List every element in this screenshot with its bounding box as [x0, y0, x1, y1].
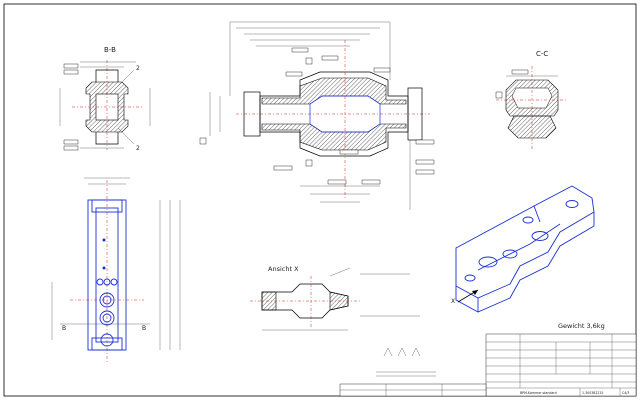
plan-pin-2 — [102, 266, 106, 270]
iso-channel — [477, 223, 561, 271]
section-bb-flange-bottom — [95, 132, 119, 145]
section-marker-c-top — [305, 57, 313, 65]
callout-2-bottom: 2 — [136, 145, 140, 152]
drawing-name: BPM-Kammer standard — [520, 391, 557, 395]
iso-edge-2 — [533, 205, 541, 223]
plan-bore-2 — [99, 310, 115, 326]
view-x-leader — [329, 267, 351, 277]
section-bb-dim-box-4 — [63, 145, 79, 151]
arrow-x-label: X — [451, 298, 455, 305]
section-cc-dim-box-2 — [495, 91, 503, 99]
section-cc-view: C-C — [495, 50, 568, 150]
section-bb-dim-box-3 — [63, 139, 79, 145]
plan-bore-3 — [100, 333, 114, 347]
iso-port-6 — [522, 216, 534, 224]
drawing-revision: C4/3 — [622, 391, 629, 395]
main-section-view — [199, 21, 435, 210]
view-x-title: Ansicht X — [268, 265, 299, 273]
isometric-view: X — [451, 185, 595, 313]
main-body-wall-top — [261, 77, 407, 105]
plan-bore-2-inner — [102, 313, 112, 323]
plan-pin-1 — [102, 238, 106, 242]
plan-tab-bottom — [91, 337, 123, 351]
plan-bore-1-inner — [102, 295, 112, 305]
section-bb-dim-box-2 — [63, 69, 79, 75]
drawing-number: 1-300382215 — [582, 391, 603, 395]
iso-port-4 — [565, 200, 579, 208]
iso-port-3 — [531, 231, 549, 241]
title-block: BPM-Kammer standard 1-300382215 C4/3 — [339, 333, 637, 397]
section-marker-c-bottom — [305, 159, 313, 167]
main-left-flange — [243, 91, 261, 137]
plan-hole-1 — [96, 278, 104, 286]
section-bb-leader-1 — [117, 69, 135, 87]
weight-label: Gewicht 3,6kg — [558, 322, 605, 330]
main-chamber — [309, 95, 381, 133]
section-bb-title: B-B — [104, 46, 116, 54]
plan-hole-3 — [110, 278, 118, 286]
section-bb-view: B-B 2 2 — [59, 46, 151, 152]
section-marker-b-left: B — [62, 325, 66, 332]
plan-tab-top — [91, 199, 123, 213]
main-dim-box-left — [199, 137, 207, 145]
section-bb-leader-2 — [117, 127, 135, 145]
callout-2-top: 2 — [136, 65, 140, 72]
main-right-flange — [407, 87, 423, 141]
iso-port-1 — [478, 256, 498, 268]
main-body-wall-bottom — [261, 123, 407, 151]
section-bb-flange-top — [95, 69, 119, 82]
section-cc-dim-box-1 — [511, 69, 529, 75]
surface-finish-symbols — [376, 347, 436, 377]
section-cc-title: C-C — [536, 50, 548, 58]
section-bb-dim-box-1 — [63, 63, 79, 69]
plan-view: B B — [51, 177, 181, 362]
sheet-border — [3, 3, 637, 397]
iso-port-5 — [464, 274, 476, 282]
main-dimension-chain-top — [229, 21, 391, 96]
title-block-frame — [485, 333, 637, 397]
view-x: Ansicht X — [250, 265, 436, 377]
iso-body-top — [455, 185, 595, 299]
iso-port-2 — [502, 249, 518, 259]
section-marker-b-right: B — [142, 325, 146, 332]
plan-bore-1 — [99, 292, 115, 308]
main-dimension-chain-bottom — [273, 139, 435, 210]
iso-body-side — [455, 212, 595, 313]
arrow-x-head — [472, 290, 478, 295]
plan-hole-2 — [103, 278, 111, 286]
